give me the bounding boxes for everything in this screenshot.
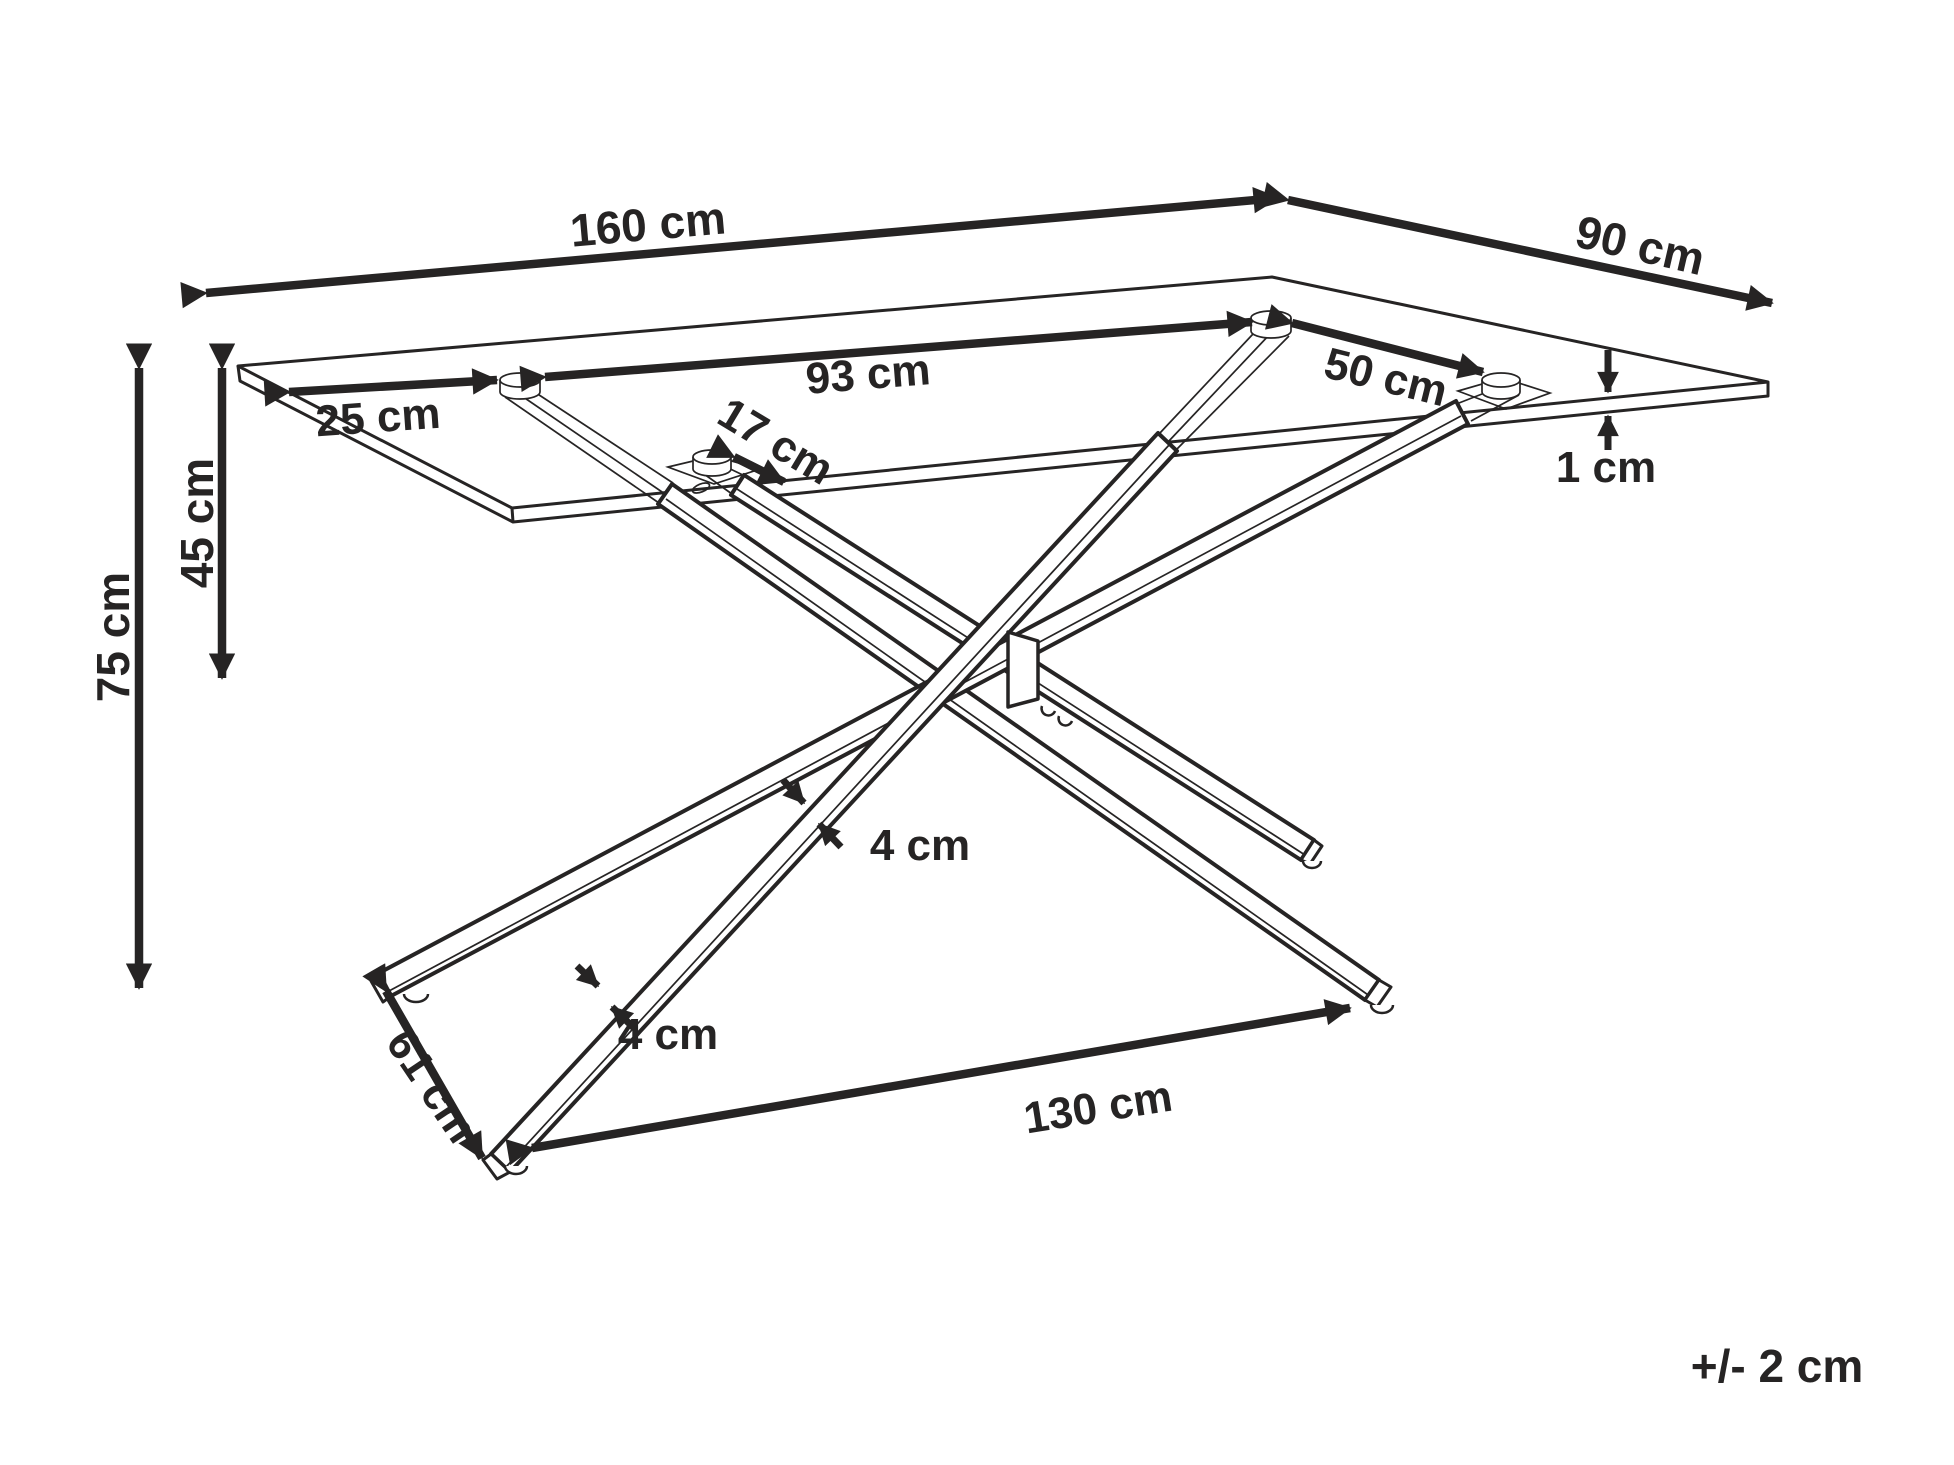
front-foot-pad	[503, 1165, 529, 1176]
arrow-130cm	[505, 999, 1352, 1166]
arrow-17cm	[706, 434, 786, 486]
leg-beams	[377, 399, 1470, 1174]
tolerance-note: +/- 2 cm	[1691, 1340, 1864, 1392]
mount-pad-d	[1481, 372, 1521, 400]
leg-beam-right	[656, 482, 1381, 1002]
right-foot	[1363, 978, 1393, 1009]
arrow-4cm-upper	[780, 777, 844, 850]
arrow-61cm	[362, 963, 486, 1161]
center-hub	[1006, 630, 1074, 727]
dim-label-total-height: 75 cm	[87, 572, 139, 702]
cable-clip-1	[1040, 705, 1057, 717]
glass-top	[236, 275, 1770, 524]
arrow-50cm	[1264, 304, 1485, 379]
dim-label-pad-span-length: 93 cm	[804, 345, 932, 404]
dim-label-leg-profile-upper: 4 cm	[870, 821, 970, 870]
mount-pad-b	[692, 449, 732, 477]
arrow-93cm	[519, 310, 1254, 393]
mount-pad-c	[1250, 310, 1292, 339]
arrow-90cm	[1261, 182, 1774, 311]
cable-clip-2	[1057, 715, 1074, 727]
mount-pad-a	[499, 372, 541, 400]
arrow-160cm	[180, 187, 1280, 309]
dim-label-glass-thickness: 1 cm	[1556, 443, 1656, 492]
glass-front-corner-edge	[510, 507, 515, 523]
dim-label-pad-inset-side: 25 cm	[314, 389, 442, 447]
dim-label-base-depth: 61 cm	[376, 1021, 486, 1152]
left-foot-pad	[402, 993, 430, 1004]
dim-label-clearance-height: 45 cm	[171, 458, 223, 588]
front-foot	[481, 1152, 512, 1181]
arrow-4cm-lower	[574, 963, 637, 1031]
back-foot-pad	[1301, 860, 1323, 870]
dim-label-leg-profile-lower: 4 cm	[618, 1010, 718, 1059]
right-foot-pad	[1369, 1004, 1395, 1015]
dimension-arrows	[125, 182, 1774, 1166]
arrow-25cm	[263, 368, 499, 407]
dim-label-base-length: 130 cm	[1021, 1072, 1176, 1144]
